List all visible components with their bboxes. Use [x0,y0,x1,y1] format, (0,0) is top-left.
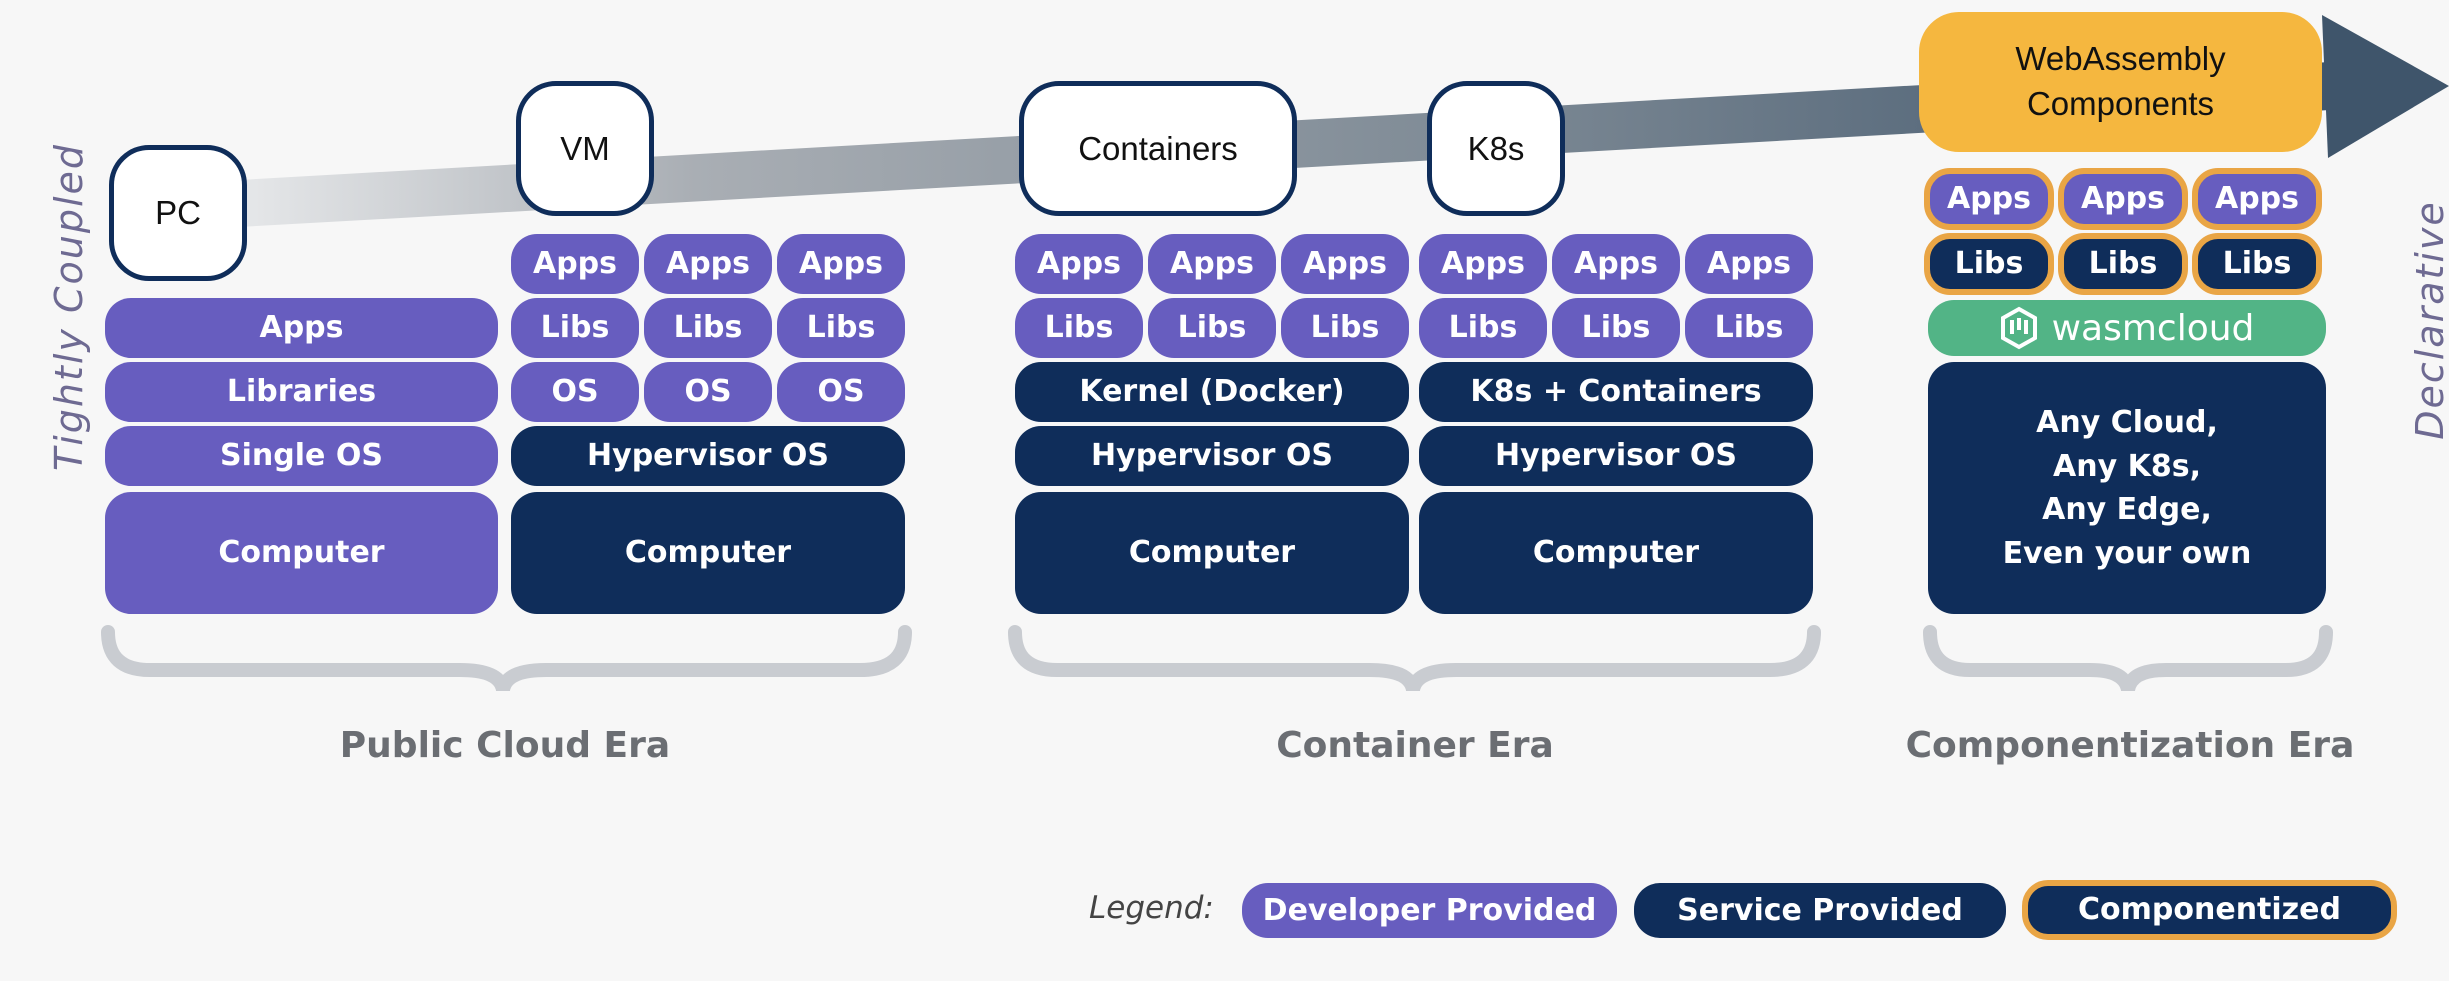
vm-apps: Apps [777,234,905,294]
k8s-apps: Apps [1419,234,1547,294]
brace-componentization [1923,625,2333,692]
k8s-libs: Libs [1552,298,1680,358]
k8s-runtime: K8s + Containers [1419,362,1813,422]
vm-libs: Libs [511,298,639,358]
wasmcloud-wordmark: wasmcloud [2051,307,2255,349]
containers-libs: Libs [1015,298,1143,358]
legend-title: Legend: [1089,890,1214,926]
stage-containers: Containers [1019,81,1297,216]
wasm-libs: Libs [2192,233,2322,295]
era-public-cloud: Public Cloud Era [339,725,671,766]
pc-libraries: Libraries [105,362,498,422]
containers-apps: Apps [1015,234,1143,294]
tightly-coupled-label: Tightly Coupled [47,142,92,472]
k8s-apps: Apps [1552,234,1680,294]
k8s-hypervisor: Hypervisor OS [1419,426,1813,486]
vm-hypervisor: Hypervisor OS [511,426,905,486]
wasm-apps: Apps [2192,168,2322,230]
vm-libs: Libs [644,298,772,358]
legend-developer-provided: Developer Provided [1242,883,1617,938]
vm-apps: Apps [511,234,639,294]
vm-os: OS [777,362,905,422]
vm-apps: Apps [644,234,772,294]
stage-k8s: K8s [1427,81,1565,216]
containers-apps: Apps [1148,234,1276,294]
pc-computer: Computer [105,492,498,614]
containers-libs: Libs [1148,298,1276,358]
k8s-libs: Libs [1685,298,1813,358]
stage-vm: VM [516,81,654,216]
declarative-label: Declarative [2407,200,2449,440]
wasm-apps: Apps [2058,168,2188,230]
brace-container [1008,625,1821,692]
vm-os: OS [511,362,639,422]
k8s-libs: Libs [1419,298,1547,358]
stage-wasm-components: WebAssembly Components [1919,12,2322,152]
containers-libs: Libs [1281,298,1409,358]
wasm-libs: Libs [1924,233,2054,295]
era-braces [101,625,2333,692]
vm-os: OS [644,362,772,422]
wasmcloud-logo-icon [2000,306,2037,350]
era-container: Container Era [1276,725,1554,766]
legend-componentized: Componentized [2022,880,2397,940]
vm-libs: Libs [777,298,905,358]
pc-os: Single OS [105,426,498,486]
containers-apps: Apps [1281,234,1409,294]
containers-kernel: Kernel (Docker) [1015,362,1409,422]
vm-computer: Computer [511,492,905,614]
progression-arrow-head [2322,15,2449,158]
containers-hypervisor: Hypervisor OS [1015,426,1409,486]
k8s-computer: Computer [1419,492,1813,614]
containers-computer: Computer [1015,492,1409,614]
wasm-hosts: Any Cloud, Any K8s, Any Edge, Even your … [1928,362,2326,614]
era-componentization: Componentization Era [1905,725,2355,766]
k8s-apps: Apps [1685,234,1813,294]
legend-service-provided: Service Provided [1634,883,2006,938]
wasmcloud-platform: wasmcloud [1928,300,2326,356]
wasm-libs: Libs [2058,233,2188,295]
pc-apps: Apps [105,298,498,358]
brace-public-cloud [101,625,912,692]
wasm-apps: Apps [1924,168,2054,230]
stage-pc: PC [109,145,247,281]
